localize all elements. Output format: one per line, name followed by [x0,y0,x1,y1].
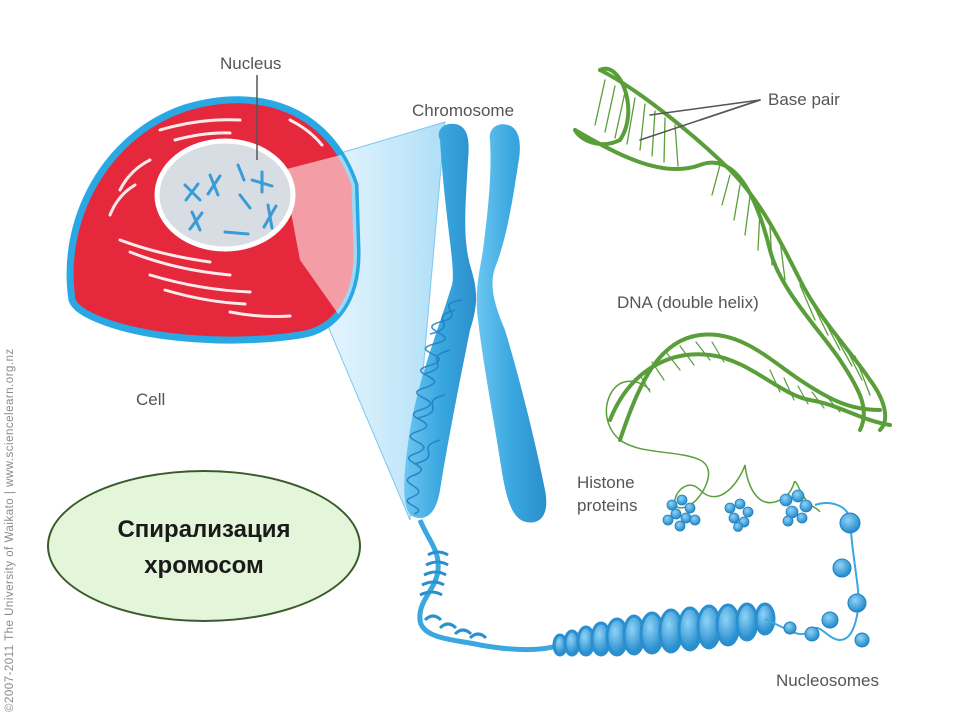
nucleosomes-label: Nucleosomes [776,671,879,690]
caption-text: Спирализация хромосом [47,512,361,584]
dna-double-helix [573,66,892,442]
cell-label: Cell [136,390,166,409]
caption-line-1: Спирализация [117,516,291,543]
base-pair-label: Base pair [768,90,840,109]
chromosome-illustration [404,123,561,652]
chromosome-label: Chromosome [412,101,515,120]
histone-label-line1: Histone [577,473,635,492]
solenoid-coil [552,602,776,657]
caption-line-2: хромосом [144,552,264,579]
caption-oval [47,470,361,622]
nucleosome-chain [764,502,870,648]
cell-illustration [66,75,361,344]
copyright-credit: ©2007-2011 The University of Waikato | w… [4,348,16,712]
nucleus-label: Nucleus [220,54,282,73]
histone-label-line2: proteins [577,496,638,515]
histone-linker [605,380,821,532]
dna-label: DNA (double helix) [617,293,759,312]
